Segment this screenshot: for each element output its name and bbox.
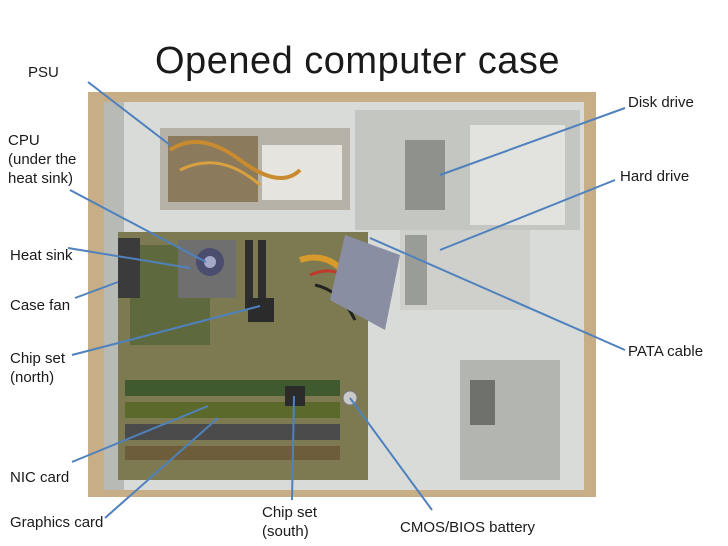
psu-sticker: [262, 145, 342, 200]
disk-drive-slot: [405, 140, 445, 210]
leader-chip-set-north: [71, 305, 261, 356]
label-hard-drive: Hard drive: [620, 168, 690, 185]
leader-psu: [87, 81, 171, 146]
leader-hard-drive: [439, 179, 616, 251]
leader-lines: [67, 81, 626, 519]
expansion-card-1: [125, 380, 340, 396]
leader-chip-set-south: [291, 395, 295, 501]
label-case-fan: Case fan: [10, 297, 71, 314]
label-disk-drive: Disk drive: [628, 94, 694, 111]
leader-nic-card: [71, 405, 209, 463]
label-cmos-battery: CMOS/BIOS battery: [400, 519, 536, 536]
leader-cmos: [349, 397, 433, 511]
label-heat-sink: Heat sink: [10, 247, 73, 264]
leader-disk-drive: [439, 107, 626, 176]
north-chip: [248, 298, 274, 322]
label-nic-card: NIC card: [10, 469, 70, 486]
expansion-card-2: [125, 402, 340, 418]
label-chip-set-south: Chip set (south): [262, 504, 318, 540]
leader-pata-cable: [369, 237, 626, 351]
label-graphics-card: Graphics card: [10, 514, 104, 531]
label-cpu: CPU (under the heat sink): [8, 132, 77, 187]
label-psu: PSU: [28, 64, 59, 81]
expansion-card-3: [125, 424, 340, 440]
page-title: Opened computer case: [155, 40, 561, 82]
leader-graphics-card: [104, 417, 219, 519]
leader-heat-sink: [67, 247, 191, 269]
south-chip: [285, 386, 305, 406]
leader-cpu: [69, 189, 207, 263]
label-chip-set-north: Chip set (north): [10, 350, 66, 386]
leader-case-fan: [74, 281, 119, 299]
pata-ribbon: [330, 235, 400, 330]
label-pata-cable: PATA cable: [628, 343, 704, 360]
